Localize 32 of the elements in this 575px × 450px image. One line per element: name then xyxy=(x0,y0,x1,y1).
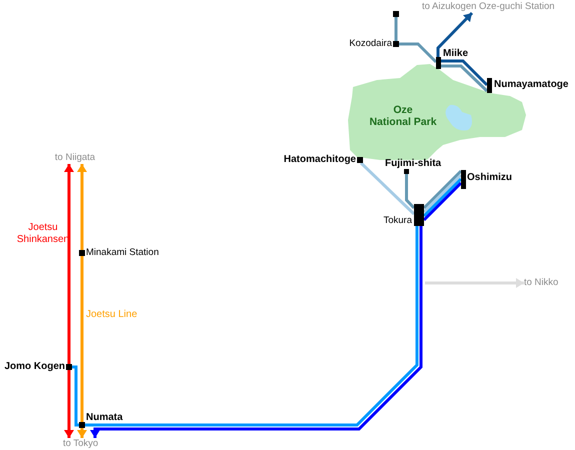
station-marker-icon xyxy=(393,11,399,17)
route-line xyxy=(394,17,398,41)
line-name: Joetsu Line xyxy=(86,309,138,321)
station-name: Numayamatoge xyxy=(494,79,568,91)
station-name: Miike xyxy=(443,48,468,60)
station-name: Fujimi-shita xyxy=(385,158,442,170)
destination-label: to Niigata xyxy=(54,152,96,164)
route-line xyxy=(441,60,488,86)
arrow xyxy=(78,164,86,250)
route-line xyxy=(360,162,416,216)
station-name: Minakami Station xyxy=(86,247,159,259)
park-name: Oze National Park xyxy=(368,104,438,128)
station-name: Jomo Kogen xyxy=(4,361,65,373)
arrow xyxy=(65,370,73,438)
route-line xyxy=(80,256,84,422)
line-name: Joetsu Shinkansen xyxy=(16,222,70,246)
station-name: Numata xyxy=(86,412,123,424)
destination-label: to Tokyo xyxy=(63,438,98,450)
arrow xyxy=(65,164,73,364)
destination-label: to Aizukogen Oze-guchi Station xyxy=(422,1,555,13)
route-line xyxy=(72,366,79,426)
route-line xyxy=(405,174,416,210)
station-name: Tokura xyxy=(383,215,412,227)
arrow xyxy=(78,428,86,438)
arrow xyxy=(425,279,524,287)
station-name: Hatomachitoge xyxy=(284,154,356,166)
route-line xyxy=(399,42,438,64)
station-name: Kozodaira xyxy=(349,38,392,50)
route-line xyxy=(441,64,488,92)
station-name: Oshimizu xyxy=(467,172,512,184)
arrow xyxy=(436,12,474,57)
destination-label: to Nikko xyxy=(524,277,558,289)
